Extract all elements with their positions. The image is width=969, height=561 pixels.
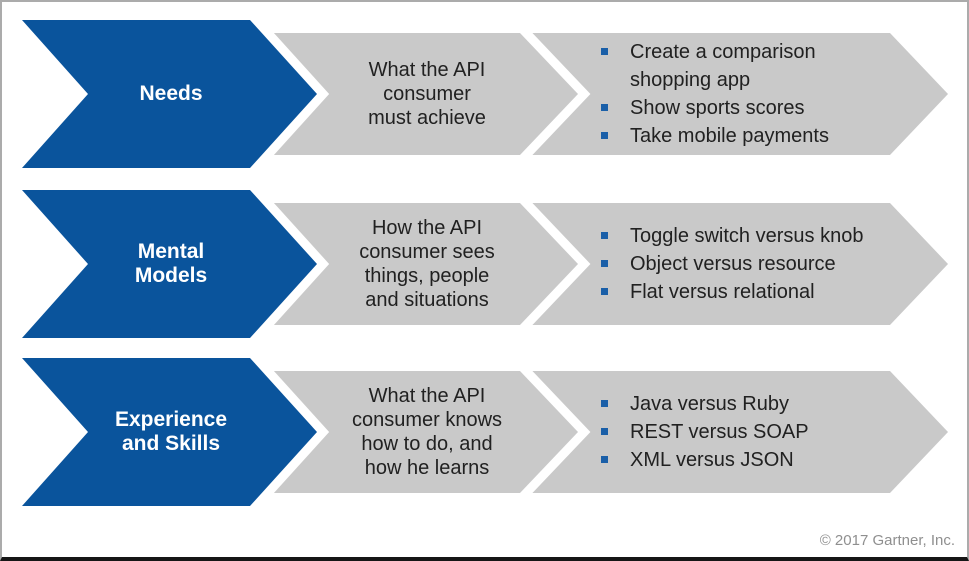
bullet-text: Toggle switch versus knob: [630, 225, 864, 247]
mental-models-label: Mental Models: [134, 240, 208, 287]
bullet-square-icon: [601, 132, 608, 139]
bullet-square-icon: [601, 232, 608, 239]
bullet-square-icon: [601, 400, 608, 407]
needs-desc-arrow-shape: [268, 33, 578, 155]
bullet-item: REST versus SOAP: [594, 418, 924, 446]
bullet-text: Take mobile payments: [630, 125, 829, 147]
needs-bullet-list: Create a comparison shopping app Show sp…: [594, 38, 924, 150]
experience-skills-examples-arrow-shape: [512, 371, 948, 493]
row-experience-skills-arrows: [2, 349, 948, 515]
mental-models-description: How the API consumer sees things, people…: [359, 217, 495, 311]
experience-skills-arrow-shape: [22, 358, 317, 506]
bullet-square-icon: [601, 288, 608, 295]
bullet-text: Show sports scores: [630, 97, 805, 119]
experience-skills-desc-arrow-shape: [268, 371, 578, 493]
needs-examples-arrow-shape: [512, 33, 948, 155]
row-needs-arrows: [2, 11, 948, 177]
bullet-square-icon: [601, 428, 608, 435]
experience-skills-label: Experience and Skills: [114, 408, 228, 455]
mental-models-desc-arrow-shape: [268, 203, 578, 325]
needs-description: What the API consumer must achieve: [368, 59, 486, 129]
bullet-square-icon: [601, 104, 608, 111]
bullet-item: Create a comparison shopping app: [594, 38, 924, 94]
bullet-text: REST versus SOAP: [630, 421, 809, 443]
copyright-notice: © 2017 Gartner, Inc.: [819, 532, 955, 549]
bullet-item: Take mobile payments: [594, 122, 924, 150]
bullet-square-icon: [601, 260, 608, 267]
experience-skills-bullet-list: Java versus Ruby REST versus SOAP XML ve…: [594, 390, 924, 474]
needs-arrow-shape: [22, 20, 317, 168]
mental-models-bullet-list: Toggle switch versus knob Object versus …: [594, 222, 924, 306]
bullet-item: Toggle switch versus knob: [594, 222, 924, 250]
bullet-square-icon: [601, 456, 608, 463]
row-mental-models-arrows: [2, 181, 948, 347]
mental-models-examples: Toggle switch versus knob Object versus …: [594, 203, 924, 325]
bullet-item: XML versus JSON: [594, 446, 924, 474]
bullet-text: Object versus resource: [630, 253, 836, 275]
experience-skills-examples: Java versus Ruby REST versus SOAP XML ve…: [594, 371, 924, 493]
bullet-text: Create a comparison shopping app: [630, 41, 816, 91]
mental-models-examples-arrow-shape: [512, 203, 948, 325]
experience-skills-description: What the API consumer knows how to do, a…: [351, 385, 503, 479]
mental-models-arrow-shape: [22, 190, 317, 338]
bullet-text: Flat versus relational: [630, 281, 815, 303]
bullet-item: Flat versus relational: [594, 278, 924, 306]
bullet-text: XML versus JSON: [630, 449, 794, 471]
needs-examples: Create a comparison shopping app Show sp…: [594, 33, 924, 155]
bullet-square-icon: [601, 48, 608, 55]
bullet-item: Show sports scores: [594, 94, 924, 122]
bullet-item: Java versus Ruby: [594, 390, 924, 418]
bullet-item: Object versus resource: [594, 250, 924, 278]
bullet-text: Java versus Ruby: [630, 393, 789, 415]
needs-label: Needs: [139, 82, 203, 105]
